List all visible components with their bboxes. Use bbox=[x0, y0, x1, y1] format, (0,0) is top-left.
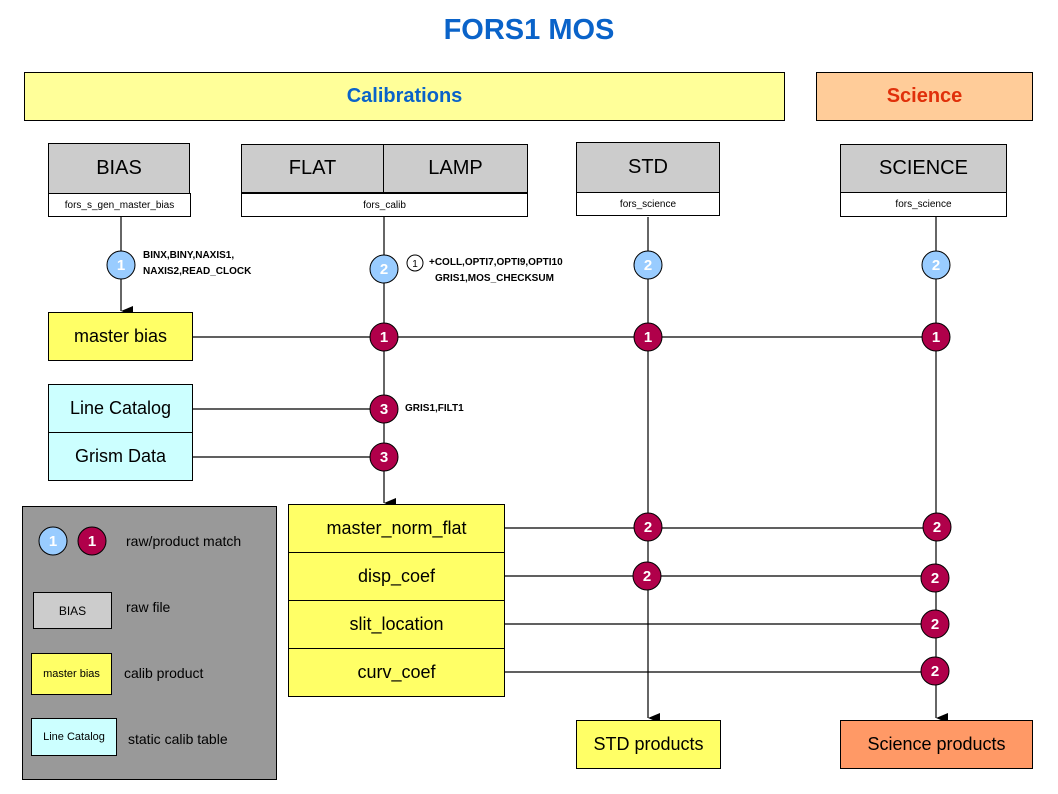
line-catalog-box: Line Catalog bbox=[48, 384, 193, 433]
raw-match-science: 2 bbox=[921, 250, 951, 280]
product-match-dc-std: 2 bbox=[632, 561, 662, 591]
raw-match-std: 2 bbox=[633, 250, 663, 280]
svg-text:2: 2 bbox=[931, 616, 939, 633]
product-match-mb-std: 1 bbox=[633, 322, 663, 352]
svg-text:2: 2 bbox=[380, 261, 388, 278]
recipe-std: fors_science bbox=[576, 192, 720, 216]
legend-static-text: static calib table bbox=[128, 731, 228, 747]
raw-bias-box: BIAS bbox=[48, 143, 190, 194]
science-products-label: Science products bbox=[867, 734, 1006, 754]
legend-calib-example: master bias bbox=[31, 653, 112, 695]
legend-product-match-icon: 1 bbox=[77, 526, 107, 556]
legend-static-example: Line Catalog bbox=[31, 718, 117, 756]
product-match-mnf-std: 2 bbox=[633, 512, 663, 542]
legend-raw-match-icon: 1 bbox=[38, 526, 68, 556]
legend-match-text: raw/product match bbox=[126, 533, 242, 549]
svg-text:2: 2 bbox=[931, 663, 939, 680]
svg-text:2: 2 bbox=[933, 519, 941, 536]
svg-text:1: 1 bbox=[49, 533, 57, 550]
raw-match-flat: 2 bbox=[369, 254, 399, 284]
product-match-dc-science: 2 bbox=[920, 563, 950, 593]
product-master-norm-flat: master_norm_flat bbox=[288, 504, 505, 553]
svg-text:2: 2 bbox=[644, 257, 652, 274]
raw-lamp-label: LAMP bbox=[428, 157, 483, 179]
svg-text:2: 2 bbox=[643, 568, 651, 585]
product-curv-coef: curv_coef bbox=[288, 648, 505, 697]
legend-raw-example: BIAS bbox=[33, 592, 112, 629]
recipe-science: fors_science bbox=[840, 192, 1007, 217]
match1-keywords: BINX,BINY,NAXIS1, NAXIS2,READ_CLOCK bbox=[143, 250, 252, 277]
page-title: FORS1 MOS bbox=[443, 14, 615, 46]
grism-data-box: Grism Data bbox=[48, 432, 193, 481]
svg-text:3: 3 bbox=[380, 449, 388, 466]
raw-flat-label: FLAT bbox=[288, 157, 337, 179]
svg-text:1: 1 bbox=[932, 329, 940, 346]
svg-text:1: 1 bbox=[380, 329, 388, 346]
raw-match-bias: 1 bbox=[106, 250, 136, 280]
std-products-label: STD products bbox=[593, 734, 704, 754]
raw-flat-box: FLAT bbox=[241, 144, 384, 193]
std-products-box: STD products bbox=[576, 720, 721, 769]
product-slit-location: slit_location bbox=[288, 600, 505, 649]
calibrations-band: Calibrations bbox=[24, 72, 785, 121]
product-match-grism-data: 3 bbox=[369, 442, 399, 472]
recipe-science-label: fors_science bbox=[895, 199, 952, 210]
legend-raw-text: raw file bbox=[126, 599, 171, 615]
svg-text:1: 1 bbox=[412, 259, 418, 270]
match3-keywords: GRIS1,FILT1 bbox=[405, 403, 464, 414]
svg-text:1: 1 bbox=[88, 533, 96, 550]
grism-data-label: Grism Data bbox=[74, 446, 166, 466]
raw-std-label: STD bbox=[628, 156, 668, 178]
match2-keywords: +COLL,OPTI7,OPTI9,OPTI10 GRIS1,MOS_CHECK… bbox=[429, 257, 563, 284]
recipe-bias-label: fors_s_gen_master_bias bbox=[64, 199, 175, 211]
svg-text:2: 2 bbox=[931, 570, 939, 587]
master-bias-box: master bias bbox=[48, 312, 193, 361]
recipe-flat-lamp: fors_calib bbox=[241, 192, 528, 217]
science-band: Science bbox=[816, 72, 1033, 121]
raw-science-label: SCIENCE bbox=[879, 157, 968, 179]
product-match-mb-science: 1 bbox=[921, 322, 951, 352]
raw-science-box: SCIENCE bbox=[840, 144, 1007, 193]
product-match-mb-flat: 1 bbox=[369, 322, 399, 352]
product-disp-coef: disp_coef bbox=[288, 552, 505, 601]
recipe-flat-lamp-label: fors_calib bbox=[363, 199, 406, 211]
raw-bias-label: BIAS bbox=[96, 157, 142, 179]
raw-lamp-box: LAMP bbox=[383, 144, 528, 193]
legend-calib-text: calib product bbox=[124, 665, 204, 681]
line-catalog-label: Line Catalog bbox=[69, 398, 172, 418]
raw-std-box: STD bbox=[576, 142, 720, 193]
science-products-box: Science products bbox=[840, 720, 1033, 769]
svg-text:2: 2 bbox=[932, 257, 940, 274]
science-label: Science bbox=[886, 85, 963, 107]
svg-text:2: 2 bbox=[644, 519, 652, 536]
product-match-sl-science: 2 bbox=[920, 609, 950, 639]
master-bias-label: master bias bbox=[73, 326, 168, 346]
legend-panel: 1 1 raw/product match BIAS raw file mast… bbox=[22, 506, 277, 780]
svg-text:1: 1 bbox=[117, 257, 125, 274]
recipe-bias: fors_s_gen_master_bias bbox=[48, 193, 191, 217]
calibrations-label: Calibrations bbox=[346, 85, 463, 107]
product-match-line-catalog: 3 bbox=[369, 394, 399, 424]
product-match-mnf-science: 2 bbox=[922, 512, 952, 542]
legend-circles: 1 1 bbox=[38, 526, 107, 556]
svg-text:1: 1 bbox=[644, 329, 652, 346]
note-reference-circle: 1 bbox=[406, 254, 424, 272]
product-match-cc-science: 2 bbox=[920, 656, 950, 686]
svg-text:3: 3 bbox=[380, 401, 388, 418]
recipe-std-label: fors_science bbox=[619, 198, 677, 210]
